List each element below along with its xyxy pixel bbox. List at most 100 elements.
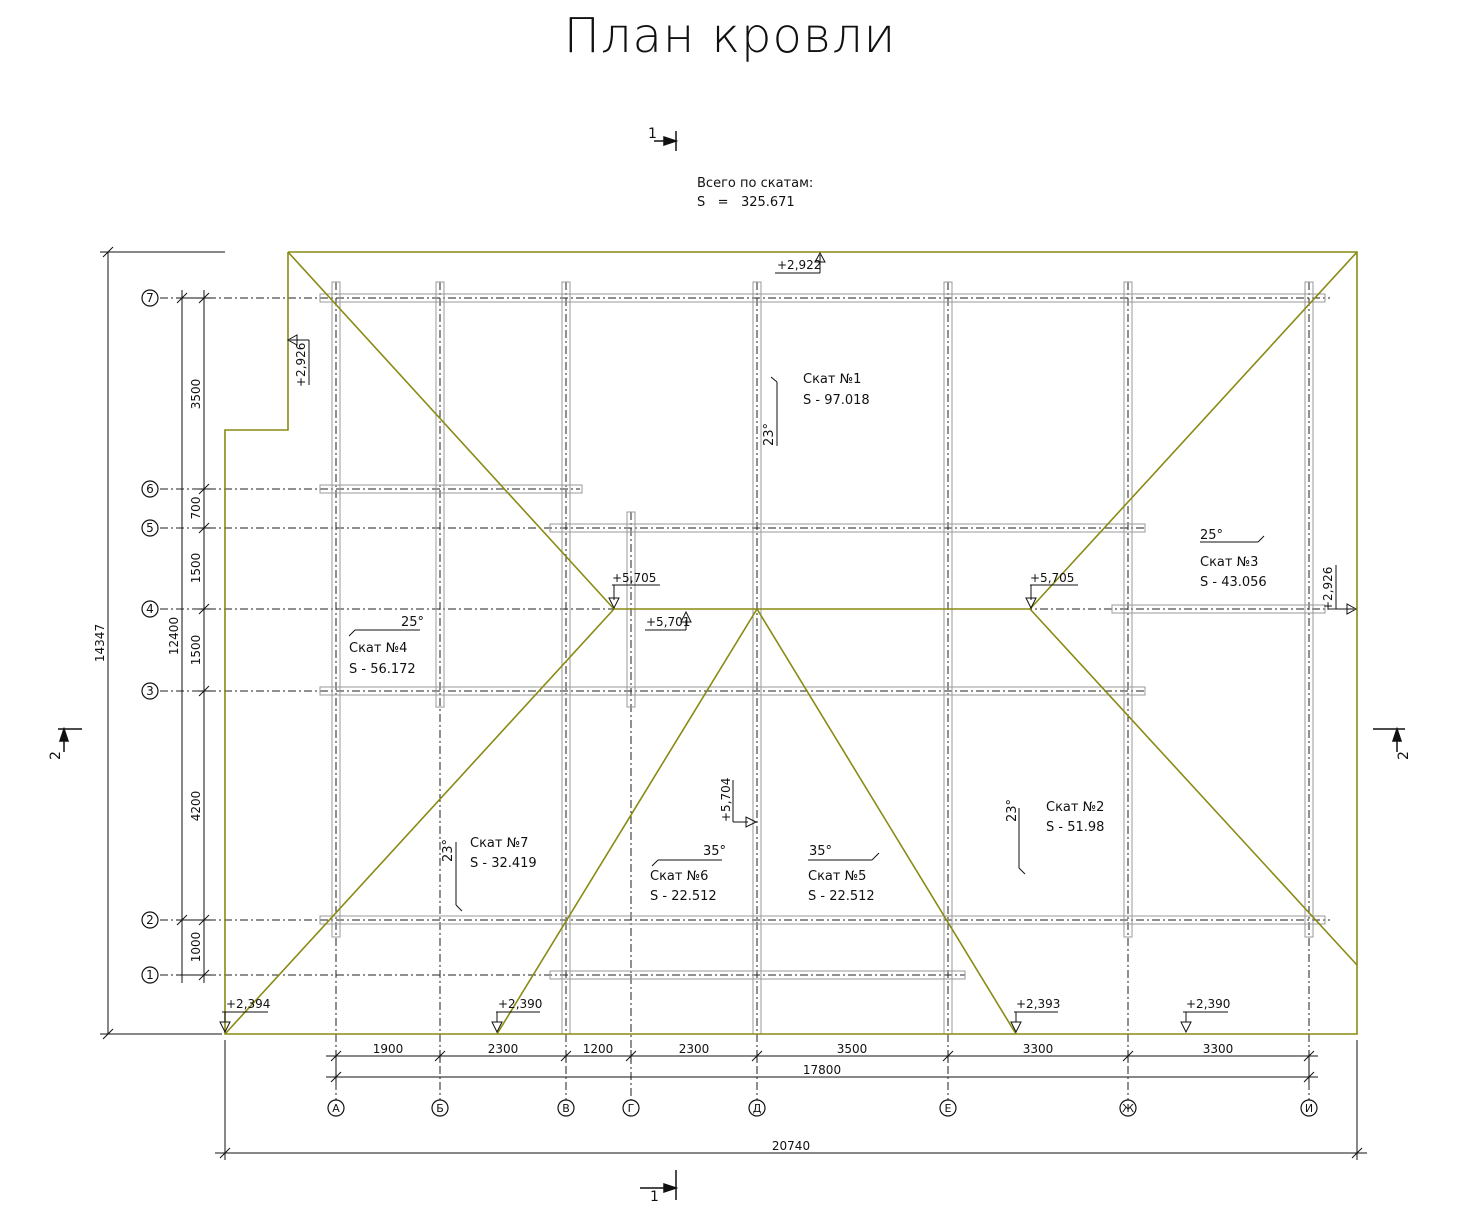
- slope-7-angle: 23°: [441, 839, 456, 862]
- column-axis-e-label: Е: [945, 1102, 952, 1115]
- slope-3-angle: 25°: [1200, 528, 1223, 543]
- slope-6-area: S - 22.512: [650, 889, 717, 904]
- slope-5-name: Скат №5: [808, 869, 866, 884]
- slope-6-name: Скат №6: [650, 869, 708, 884]
- section-mark-1-top-label: 1: [648, 126, 657, 142]
- column-axis-e: [939, 1099, 957, 1117]
- slope-2-area: S - 51.98: [1046, 820, 1104, 835]
- column-axis-lines: [335, 282, 1310, 1100]
- slope-5-angle: 35°: [809, 844, 832, 859]
- column-axis-b: [431, 1099, 449, 1117]
- dimension-2300-b: 2300: [679, 1042, 710, 1056]
- slope-3-area: S - 43.056: [1200, 575, 1267, 590]
- dimension-1000-v: 1000: [189, 932, 203, 963]
- horizontal-beams: [319, 293, 1326, 980]
- slope-1-angle: 23°: [762, 423, 777, 446]
- section-mark-1-bottom: [640, 1170, 679, 1200]
- dimension-700-v: 700: [189, 497, 203, 520]
- row-axis-2: [141, 911, 159, 929]
- section-mark-2-left: [58, 726, 82, 752]
- column-axis-i: [1300, 1099, 1318, 1117]
- section-mark-2-right: [1373, 726, 1405, 752]
- row-axis-5: [141, 519, 159, 537]
- elevation-node-right: +5,705: [1030, 571, 1074, 585]
- dimension-12400-v: 12400: [167, 617, 181, 655]
- summary-value: S = 325.671: [697, 195, 795, 210]
- row-axis-6: [141, 480, 159, 498]
- dimension-20740: 20740: [772, 1139, 810, 1153]
- dimension-3300-b: 3300: [1203, 1042, 1234, 1056]
- dimension-1900: 1900: [373, 1042, 404, 1056]
- slope-direction-marks: [348, 376, 1265, 912]
- column-axis-i-label: И: [1305, 1102, 1313, 1115]
- dimension-1500-v-lower: 1500: [189, 635, 203, 666]
- section-mark-1-top: [654, 131, 679, 151]
- column-axis-a: [327, 1099, 345, 1117]
- column-axis-d-label: Д: [753, 1102, 762, 1115]
- column-axis-g-label: Г: [628, 1102, 635, 1115]
- section-mark-2-right-label: 2: [1396, 751, 1412, 760]
- column-axis-zh-label: Ж: [1122, 1102, 1134, 1115]
- elevation-eave-a: +2,394: [226, 997, 270, 1011]
- roof-outline: [224, 251, 1358, 1035]
- row-axis-3: [141, 682, 159, 700]
- dimension-3500: 3500: [837, 1042, 868, 1056]
- dimension-2300-a: 2300: [488, 1042, 519, 1056]
- column-axis-v: [557, 1099, 575, 1117]
- slope-1-name: Скат №1: [803, 372, 861, 387]
- row-axis-7: [141, 289, 159, 307]
- column-axis-g: [622, 1099, 640, 1117]
- summary-label: Всего по скатам:: [697, 176, 813, 191]
- slope-4-name: Скат №4: [349, 641, 407, 656]
- slope-4-angle: 25°: [401, 615, 424, 630]
- row-axis-7-label: 7: [146, 291, 154, 305]
- dimension-1200: 1200: [583, 1042, 614, 1056]
- slope-7-name: Скат №7: [470, 836, 528, 851]
- column-axis-a-label: А: [332, 1102, 340, 1115]
- elevation-node-center: +5,701: [646, 615, 690, 629]
- row-axis-markers: [141, 289, 159, 984]
- elevation-valley-center: +5,704: [719, 778, 733, 822]
- row-axis-2-label: 2: [146, 913, 154, 927]
- elevation-ridge-top: +2,922: [777, 258, 821, 272]
- row-axis-5-label: 5: [146, 521, 154, 535]
- left-dimension-chain: [100, 246, 225, 1040]
- elevation-eave-e: +2,393: [1016, 997, 1060, 1011]
- bottom-dimension-chain: [215, 1040, 1367, 1160]
- dimension-1500-v-upper: 1500: [189, 553, 203, 584]
- elevation-node-left: +5,705: [612, 571, 656, 585]
- drawing-title: План кровли: [564, 8, 897, 64]
- elevation-eave-zh: +2,390: [1186, 997, 1230, 1011]
- slope-6-angle: 35°: [703, 844, 726, 859]
- dimension-17800: 17800: [803, 1063, 841, 1077]
- dimension-3300-a: 3300: [1023, 1042, 1054, 1056]
- elevation-eave-b: +2,390: [498, 997, 542, 1011]
- dimension-14347-v: 14347: [93, 624, 107, 662]
- row-axis-4-label: 4: [146, 602, 154, 616]
- column-axis-markers: [327, 1099, 1318, 1117]
- row-axis-1: [141, 966, 159, 984]
- column-axis-b-label: Б: [436, 1102, 444, 1115]
- elevation-right-mid: +2,926: [1321, 567, 1335, 611]
- row-axis-lines: [160, 297, 1350, 976]
- column-axis-d: [748, 1099, 766, 1117]
- dimension-3500-v: 3500: [189, 379, 203, 410]
- elevation-marks: [219, 251, 1358, 1034]
- row-axis-1-label: 1: [146, 968, 154, 982]
- elevation-left-upper: +2,926: [294, 343, 308, 387]
- row-axis-6-label: 6: [146, 482, 154, 496]
- slope-2-name: Скат №2: [1046, 800, 1104, 815]
- slope-1-area: S - 97.018: [803, 393, 870, 408]
- slope-2-angle: 23°: [1005, 799, 1020, 822]
- dimension-4200-v: 4200: [189, 791, 203, 822]
- section-mark-2-left-label: 2: [48, 751, 64, 760]
- column-axis-v-label: В: [562, 1102, 570, 1115]
- slope-7-area: S - 32.419: [470, 856, 537, 871]
- slope-4-area: S - 56.172: [349, 662, 416, 677]
- row-axis-3-label: 3: [146, 684, 154, 698]
- slope-3-name: Скат №3: [1200, 555, 1258, 570]
- section-mark-1-bottom-label: 1: [650, 1189, 659, 1205]
- row-axis-4: [141, 600, 159, 618]
- slope-5-area: S - 22.512: [808, 889, 875, 904]
